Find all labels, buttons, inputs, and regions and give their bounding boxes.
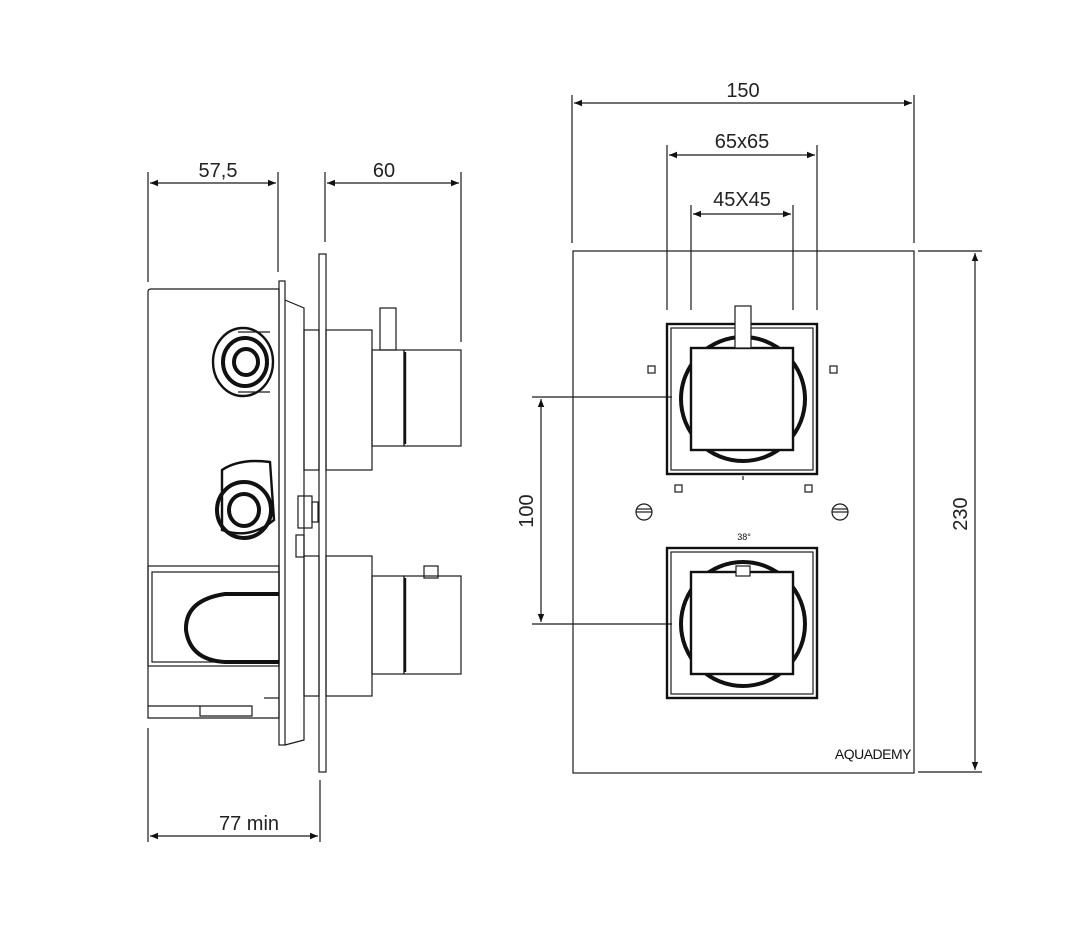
dim-side-depth-label: 57,5	[199, 160, 238, 182]
dim-outer-knob: 65x65	[666, 131, 818, 310]
lower-knob-front	[665, 546, 819, 700]
dim-side-depth: 57,5	[147, 160, 279, 282]
screw-right-icon	[831, 503, 849, 521]
cover-plate	[318, 253, 327, 773]
dim-inner-knob: 45X45	[690, 189, 794, 310]
outlet-body	[147, 565, 280, 717]
upper-knob-front	[647, 305, 838, 493]
mounting-plate	[278, 280, 286, 746]
dim-handle-projection-label: 60	[373, 160, 395, 182]
front-view: 150 65x65 45X45 230	[516, 80, 982, 774]
lower-connector	[215, 459, 276, 540]
dim-min-wall-depth: 77 min	[147, 728, 321, 842]
temperature-mark: 38°	[737, 532, 751, 542]
dim-plate-width-label: 150	[726, 80, 759, 102]
dim-handle-projection: 60	[324, 160, 462, 342]
lower-handle-side	[325, 555, 462, 697]
side-view: 57,5 60	[147, 160, 462, 842]
brand-logo: AQUADEMY	[835, 746, 912, 762]
dim-plate-height-label: 230	[950, 497, 972, 530]
dim-knob-spacing: 100	[516, 396, 672, 625]
dim-inner-knob-label: 45X45	[713, 189, 771, 211]
upper-connector	[211, 326, 275, 398]
dim-outer-knob-label: 65x65	[715, 131, 770, 153]
screw-left-icon	[635, 503, 653, 521]
dim-knob-spacing-label: 100	[516, 494, 538, 527]
dim-plate-width: 150	[571, 80, 915, 243]
upper-handle-side	[325, 307, 462, 471]
front-plate	[572, 250, 915, 774]
dim-plate-height: 230	[918, 250, 982, 773]
dim-min-wall-depth-label: 77 min	[219, 813, 279, 835]
